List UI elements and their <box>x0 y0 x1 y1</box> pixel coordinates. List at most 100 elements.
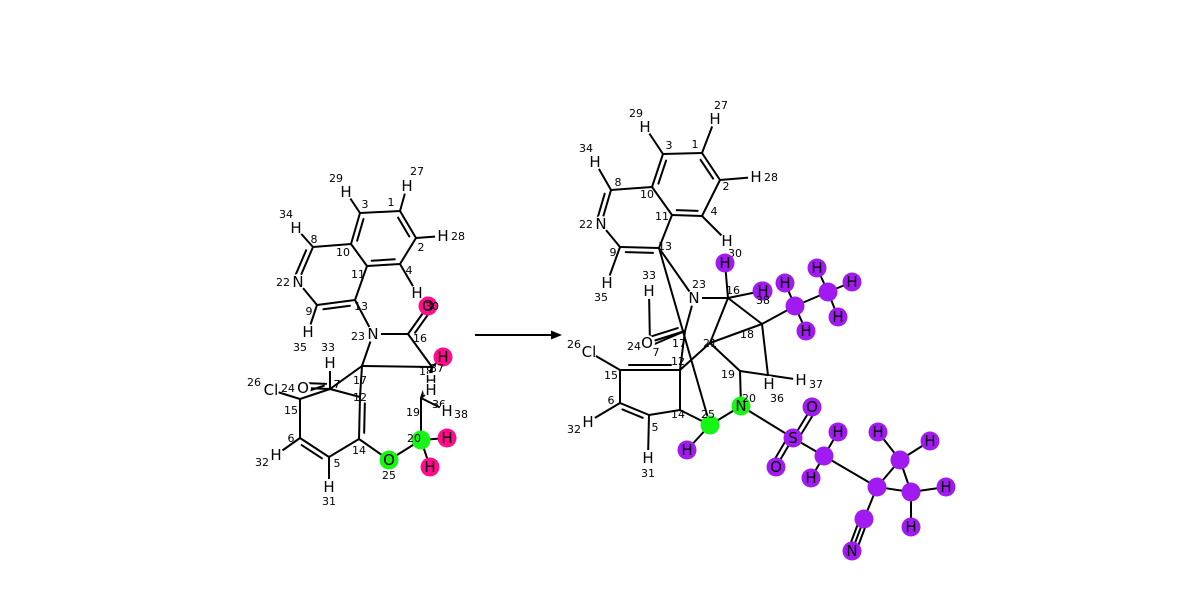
atom-C-1: 1 <box>388 196 395 209</box>
atom-symbol: H <box>290 219 301 237</box>
atom-C-12: 12 <box>671 355 685 368</box>
atom-symbol: H <box>411 284 422 302</box>
atom-index-label: 13 <box>354 300 368 313</box>
atom-C-21: 21 <box>703 337 717 350</box>
atom-H-33: H33 <box>641 269 657 300</box>
atom-symbol: O <box>297 379 309 397</box>
atom-label-background <box>719 233 735 249</box>
atoms: 1234567891011121314151617181921N22N23N20… <box>567 99 956 561</box>
atom-label-background <box>288 220 304 236</box>
atom-label-background <box>295 380 311 396</box>
atom-symbol: N <box>292 273 303 291</box>
atom-H-31: H31 <box>640 449 656 480</box>
double-bond-secondary <box>773 438 788 462</box>
atom-N-23: N23 <box>351 325 381 343</box>
atom-label-background <box>423 382 439 398</box>
atom-index-label: 28 <box>764 171 778 184</box>
double-bond-secondary <box>300 444 323 460</box>
atom-N-22: N22 <box>276 273 306 291</box>
atom-C-8: 8 <box>311 233 318 246</box>
atom-index-label: 24 <box>627 340 641 353</box>
atom-symbol: H <box>589 153 600 171</box>
atom-index-label: 33 <box>321 341 335 354</box>
atom-C-11: 11 <box>351 268 365 281</box>
atom-symbol: H <box>441 402 452 420</box>
double-bond-secondary <box>397 216 411 238</box>
atom-symbol: H <box>800 322 811 340</box>
atom-symbol: H <box>750 168 761 186</box>
atom-index-label: 34 <box>279 208 293 221</box>
atom-symbol: Cl <box>264 381 279 399</box>
atom-label-background <box>707 111 723 127</box>
single-bond <box>350 243 368 267</box>
atom-index-label: 9 <box>306 305 313 318</box>
double-bond-secondary <box>799 413 815 437</box>
double-bond-primary <box>651 153 664 188</box>
single-bond <box>354 265 368 301</box>
atom-index-label: 2 <box>723 180 730 193</box>
atom-index-label: 23 <box>692 278 706 291</box>
atom-C-5: 5 <box>652 421 659 434</box>
atom-symbol: N <box>367 325 378 343</box>
atom-label-background <box>439 403 455 419</box>
atom-highlight <box>901 517 921 537</box>
atom-index-label: 12 <box>353 391 367 404</box>
atom-C <box>867 477 887 497</box>
atom-symbol: H <box>719 254 730 272</box>
atom-O-24: O24 <box>627 334 655 353</box>
single-bond <box>739 370 802 381</box>
atom-C <box>818 282 838 302</box>
atom-index-label: 35 <box>594 291 608 304</box>
double-bond-primary <box>299 388 331 400</box>
double-bond-secondary <box>675 209 699 212</box>
atom-label-background <box>300 324 316 340</box>
atom-C-7: 7 <box>334 378 341 391</box>
atom-highlight <box>783 428 803 448</box>
atom-symbol: H <box>872 423 883 441</box>
atom-C-6: 6 <box>288 432 295 445</box>
atom-C-3: 3 <box>666 139 673 152</box>
single-bond <box>658 214 673 249</box>
atom-symbol: H <box>639 118 650 136</box>
single-bond <box>407 333 433 368</box>
atom-N-20: N20 <box>731 392 756 416</box>
atom-C-2: 2 <box>418 241 425 254</box>
atom-index-label: 1 <box>388 196 395 209</box>
atom-index-label: 9 <box>610 246 617 259</box>
atom-label-background <box>365 326 381 342</box>
double-bond-primary <box>701 152 721 181</box>
atom-index-label: 4 <box>406 264 413 277</box>
atom-highlight <box>433 347 453 367</box>
atom-H-31: H31 <box>321 478 337 508</box>
atom-index-label: 21 <box>703 337 717 350</box>
atom-index-label: 25 <box>701 408 715 421</box>
atom-symbol: H <box>601 274 612 292</box>
atom-highlight <box>715 253 735 273</box>
double-bond-secondary <box>414 312 431 334</box>
atom-C-20: 20 <box>407 430 431 450</box>
atom-C-13: 13 <box>658 240 672 253</box>
atom-C-15: 15 <box>284 404 298 417</box>
atom-C <box>890 450 910 470</box>
atom-label-background <box>435 228 451 244</box>
atom-C-18: 18 <box>740 328 754 341</box>
atom-symbol: H <box>905 518 916 536</box>
atom-index-label: 2 <box>418 241 425 254</box>
atom-H: H <box>842 272 862 292</box>
atom-index-label: 20 <box>742 392 756 405</box>
product-molecule: 1234567891011121314151617181921N22N23N20… <box>567 99 956 561</box>
atom-index-label: 27 <box>714 99 728 112</box>
atom-symbol: H <box>425 381 436 399</box>
atom-index-label: 33 <box>642 269 656 282</box>
atom-highlight <box>867 477 887 497</box>
atom-highlight <box>677 440 697 460</box>
atom-symbol: H <box>424 458 435 476</box>
atom-symbol: H <box>437 227 448 245</box>
atom-index-label: 31 <box>322 495 336 508</box>
single-bond <box>312 243 352 248</box>
double-bond-secondary <box>306 382 328 385</box>
atom-H: H <box>801 468 821 488</box>
atom-C-4: 4 <box>406 264 413 277</box>
atom-index-label: 31 <box>641 467 655 480</box>
